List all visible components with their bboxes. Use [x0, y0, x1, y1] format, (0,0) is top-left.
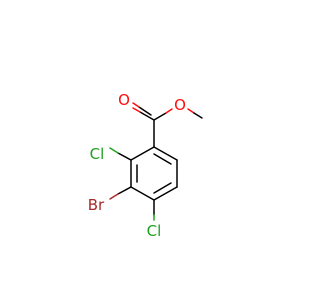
bond-c3-br-colored: [109, 193, 119, 200]
bond-c2-cl-colored: [109, 147, 119, 154]
chlorine-label-2: Cl: [90, 145, 105, 163]
bond-carbonyl-right: [138, 106, 152, 116]
chlorine-label-4: Cl: [147, 222, 162, 240]
ring-bond-c6-c1-inner: [153, 153, 172, 165]
bond-to-ester-oxygen-o: [165, 108, 173, 114]
bond-oxygen-methyl: [193, 112, 203, 119]
bond-carbonyl-left-o: [132, 107, 141, 113]
bond-c3-br: [117, 186, 132, 195]
bond-carbonyl-right-o: [132, 102, 140, 108]
ester-group: [132, 102, 203, 148]
bromine-label-3: Br: [88, 196, 105, 214]
ring-bond-c4-c5-inner: [153, 182, 172, 194]
molecule-structure: O O Cl Br Cl: [87, 91, 203, 240]
bond-to-ester-oxygen: [153, 112, 167, 121]
bond-carbonyl-left: [139, 111, 155, 121]
ring-bond-c1-c2: [130, 146, 155, 161]
bond-oxygen-methyl-o: [187, 108, 195, 114]
ester-oxygen-label: O: [174, 96, 186, 114]
bond-c2-cl: [117, 152, 132, 161]
ring-bond-c6-c1: [153, 146, 178, 161]
ring-bond-c3-c4: [130, 186, 155, 201]
carbonyl-oxygen-label: O: [118, 91, 130, 109]
ring-bond-c4-c5: [153, 186, 178, 201]
benzene-ring: [130, 146, 178, 201]
